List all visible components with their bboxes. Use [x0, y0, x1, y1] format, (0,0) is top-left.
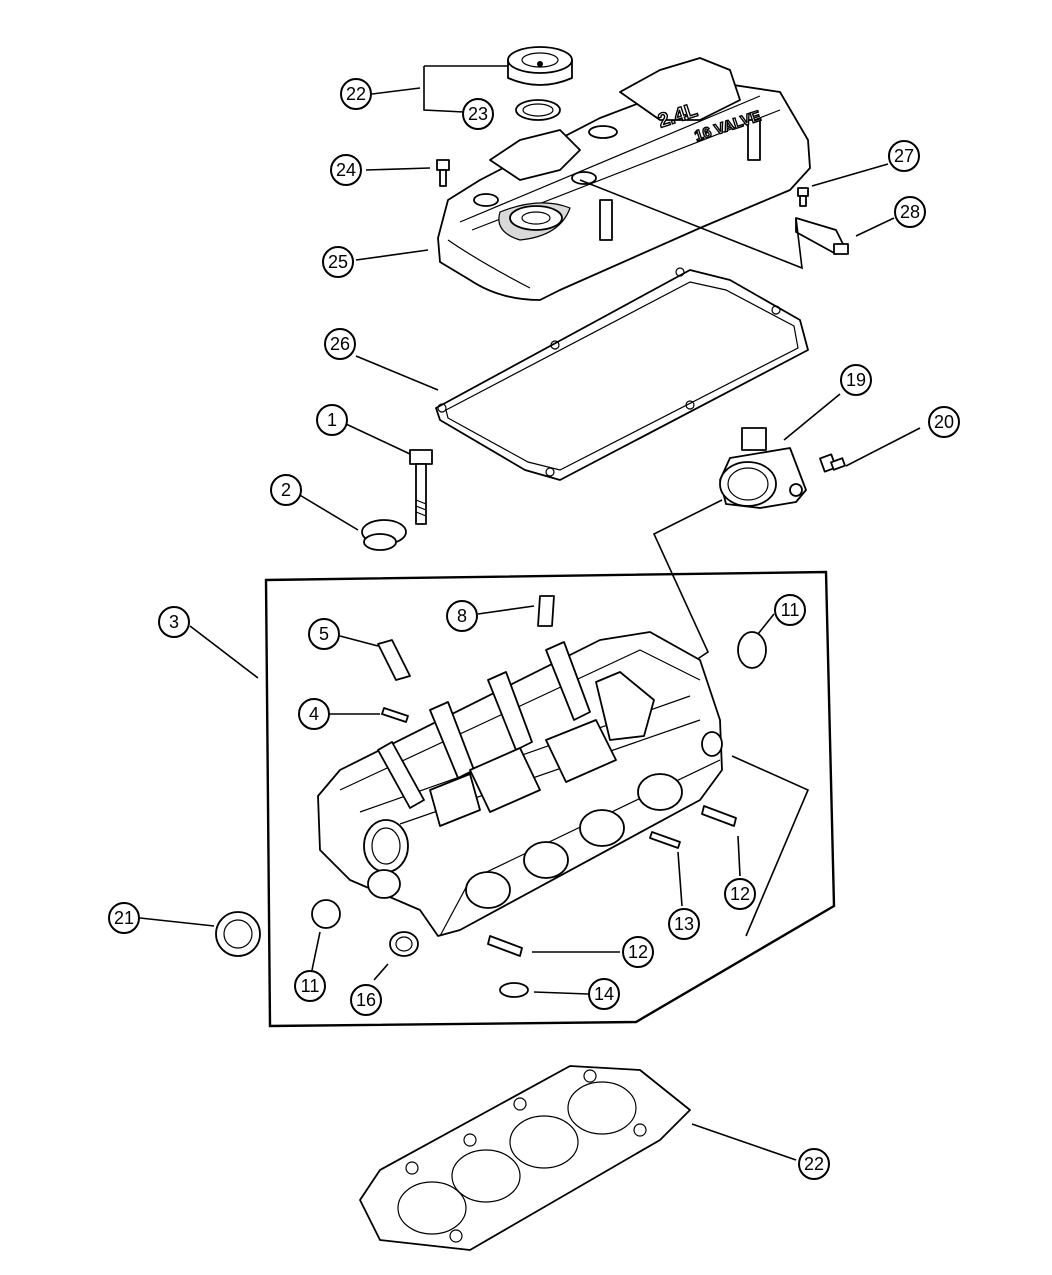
svg-text:2: 2: [281, 480, 291, 500]
cylinder-head-casting: [317, 631, 723, 937]
cover-bracket: [795, 217, 849, 255]
svg-text:22: 22: [346, 84, 366, 104]
oil-seal: [215, 911, 261, 957]
cap-o-ring: [515, 99, 561, 121]
callout-28: 28: [894, 196, 926, 228]
sealing-ring: [499, 982, 529, 998]
svg-text:26: 26: [330, 334, 350, 354]
oil-filler-cap: [507, 46, 573, 86]
svg-text:16: 16: [356, 990, 376, 1010]
svg-text:21: 21: [114, 908, 134, 928]
svg-text:22: 22: [804, 1154, 824, 1174]
callout-4: 4: [298, 698, 330, 730]
leader-lines: [139, 65, 921, 1161]
svg-text:13: 13: [674, 914, 694, 934]
callout-16: 16: [350, 984, 382, 1016]
callout-18: 19: [840, 364, 872, 396]
svg-text:24: 24: [336, 160, 356, 180]
cover-small-bolt: [797, 187, 809, 207]
water-outlet-housing: [719, 427, 807, 509]
valve-guide: [377, 639, 411, 681]
manifold-stud: [701, 805, 737, 827]
callout-3: 3: [158, 606, 190, 638]
head-bolt: [409, 449, 433, 525]
svg-text:14: 14: [594, 984, 614, 1004]
callout-1: 1: [316, 404, 348, 436]
cylinder-head-cover: 2.4L 16 VALVE: [437, 57, 811, 301]
cup-plug-upper: [737, 631, 767, 669]
svg-text:12: 12: [730, 884, 750, 904]
cam-seal: [389, 931, 419, 957]
plug-cup: [361, 519, 407, 551]
callout-23: 23: [462, 98, 494, 130]
callout-8: 8: [446, 600, 478, 632]
callout-19: 20: [928, 406, 960, 438]
callout-25: 25: [322, 246, 354, 278]
callout-13: 13: [668, 908, 700, 940]
svg-text:27: 27: [894, 146, 914, 166]
callout-24: 24: [330, 154, 362, 186]
callout-14: 14: [588, 978, 620, 1010]
housing-bolt: [819, 453, 846, 473]
svg-text:3: 3: [169, 612, 179, 632]
callout-11-lower: 11: [294, 970, 326, 1002]
svg-text:11: 11: [301, 976, 320, 996]
svg-text:5: 5: [319, 624, 329, 644]
callout-22: 22: [340, 78, 372, 110]
callout-21: 22: [798, 1148, 830, 1180]
stud-13: [649, 831, 681, 849]
cylinder-head-gasket: [359, 1065, 691, 1251]
callout-11-upper: 11: [774, 594, 806, 626]
svg-text:23: 23: [468, 104, 488, 124]
stud-12-lower: [487, 935, 523, 957]
callout-12-right: 12: [724, 878, 756, 910]
cylinder-head-assembly-box: [264, 570, 836, 1028]
callout-27: 27: [888, 140, 920, 172]
svg-text:4: 4: [309, 704, 319, 724]
cup-plug-lower: [311, 899, 341, 929]
svg-text:8: 8: [457, 606, 467, 626]
stud-small: [381, 707, 409, 723]
cover-bolt: [436, 159, 450, 187]
svg-text:20: 20: [934, 412, 954, 432]
svg-text:11: 11: [781, 600, 800, 620]
svg-text:28: 28: [900, 202, 920, 222]
cover-gasket: [435, 267, 809, 481]
svg-text:1: 1: [327, 410, 337, 430]
callouts: 22 23 24 25 26 1 2 3 5 4 8 11 19 20 27 2…: [108, 78, 960, 1180]
callout-26: 26: [324, 328, 356, 360]
callout-5: 5: [308, 618, 340, 650]
callout-20: 21: [108, 902, 140, 934]
callout-12-lower: 12: [622, 936, 654, 968]
svg-text:12: 12: [628, 942, 648, 962]
dowel-pin: [537, 595, 555, 627]
svg-text:25: 25: [328, 252, 348, 272]
svg-text:19: 19: [846, 370, 866, 390]
callout-2: 2: [270, 474, 302, 506]
